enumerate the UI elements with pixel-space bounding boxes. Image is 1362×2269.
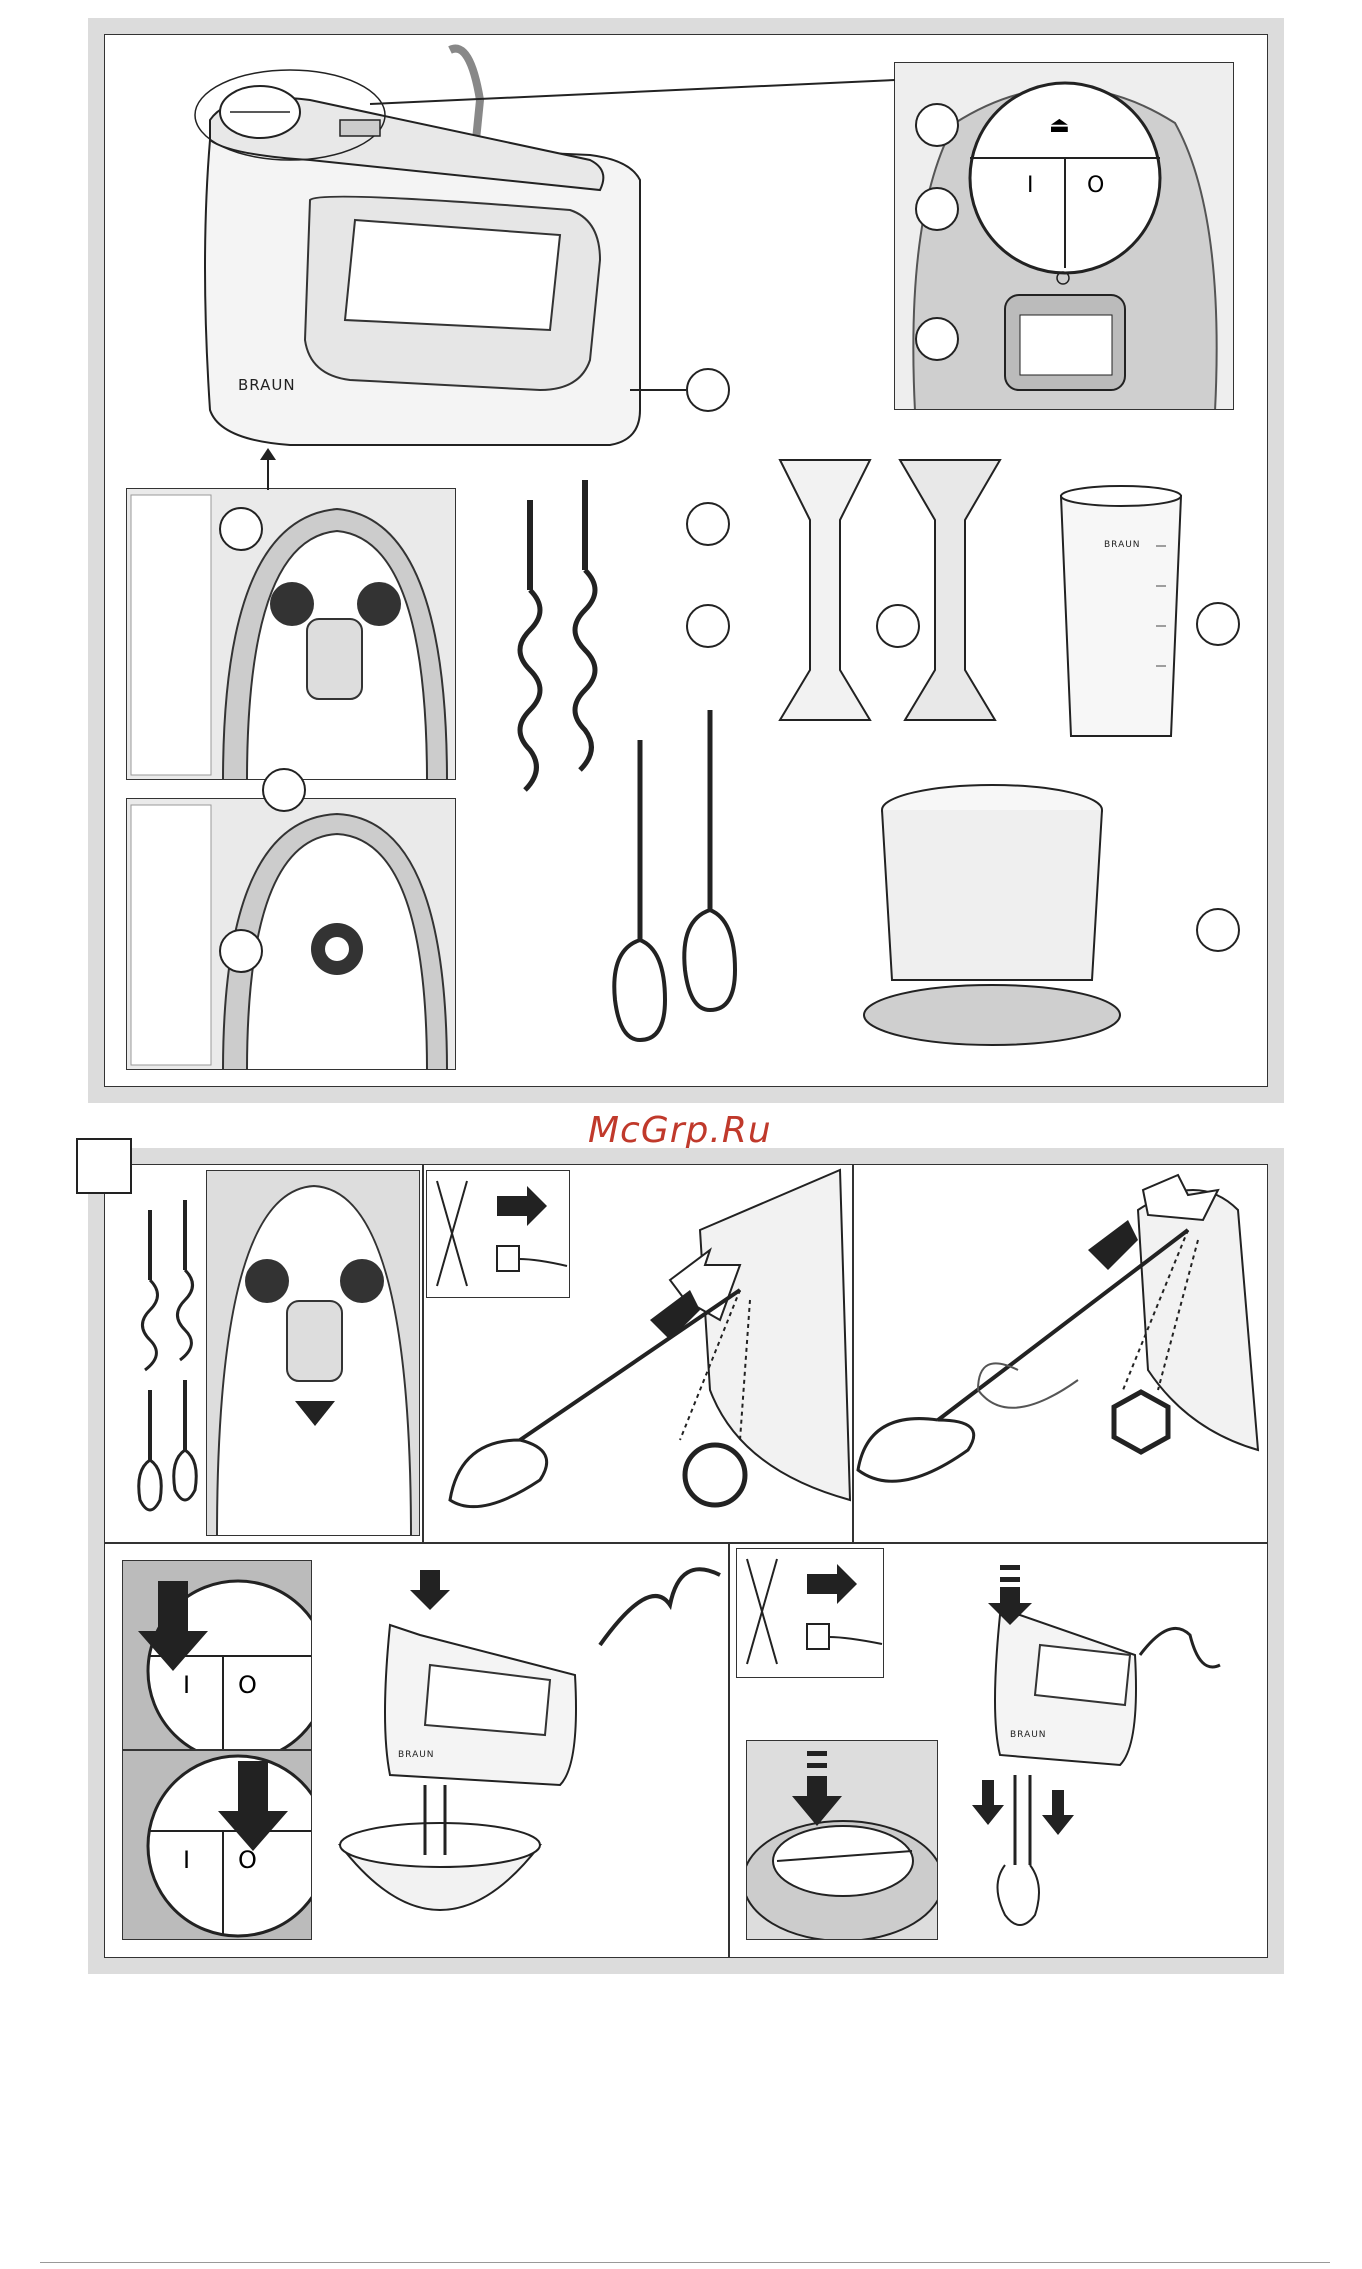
socket-closeup-blender [126, 798, 456, 1070]
callout-speed-control [915, 317, 959, 361]
dial-off-symbol-b: O [238, 1846, 257, 1874]
dial-off-closeup: I O [122, 1750, 312, 1940]
divider-vertical-2 [852, 1164, 854, 1542]
insert-whisk-round-illustration [440, 1170, 850, 1540]
control-panel-closeup: ⏏ I O [894, 62, 1234, 410]
dial-on-closeup: I O [122, 1560, 312, 1750]
callout-blender-socket [219, 929, 263, 973]
accessory-hooks-small [130, 1190, 210, 1530]
eject-attachments-illustration [970, 1555, 1250, 1945]
mixing-bowl-illustration [330, 1555, 720, 1945]
leader-line-control [370, 78, 900, 108]
callout-chopper [1196, 908, 1240, 952]
eject-button-closeup [746, 1740, 938, 1940]
callout-line-mixer [630, 388, 690, 398]
dial-off-symbol-a: O [238, 1671, 257, 1699]
section-marker [76, 1138, 132, 1194]
socket-eject-drawing [207, 1171, 420, 1536]
callout-whisks [686, 604, 730, 648]
chopper-illustration [862, 780, 1122, 1050]
divider-vertical-1 [422, 1164, 424, 1542]
eject-symbol: ⏏ [1049, 113, 1070, 138]
whisks-illustration [600, 650, 760, 1050]
dial-on-drawing [123, 1561, 312, 1750]
dial-off-drawing [123, 1751, 312, 1940]
callout-sockets [219, 507, 263, 551]
dial-on-symbol: I [183, 1671, 190, 1699]
callout-blender-shafts [876, 604, 920, 648]
callout-on-off-switch [915, 187, 959, 231]
callout-ejector [262, 768, 306, 812]
arrow-up-to-mixer [258, 448, 278, 490]
socket-drawing-a [127, 489, 456, 780]
on-symbol: I [1027, 173, 1034, 198]
socket-drawing-b [127, 799, 456, 1070]
unplug-warning-2 [736, 1548, 884, 1678]
brand-logo-beaker: BRAUN [1104, 540, 1141, 550]
insert-whisk-hex-illustration [858, 1170, 1268, 1540]
divider-vertical-3 [728, 1542, 730, 1958]
off-symbol: O [1087, 173, 1104, 198]
footer-rule [40, 2262, 1330, 2263]
socket-closeup-beaters [126, 488, 456, 780]
watermark-text: McGrp.Ru [588, 1110, 772, 1151]
socket-eject-closeup [206, 1170, 420, 1536]
brand-logo-mixer: BRAUN [238, 376, 296, 394]
callout-mixer-body [686, 368, 730, 412]
beaker-illustration [1056, 486, 1186, 746]
callout-beaker [1196, 602, 1240, 646]
unplug-drawing-2 [737, 1549, 884, 1678]
eject-button-drawing [747, 1741, 938, 1940]
blender-shafts-illustration [770, 440, 1010, 760]
brand-logo-mixer-step: BRAUN [398, 1750, 435, 1760]
brand-logo-eject-step: BRAUN [1010, 1730, 1047, 1740]
callout-dough-hooks [686, 502, 730, 546]
divider-horizontal [104, 1542, 1268, 1544]
dial-on-symbol-b: I [183, 1846, 190, 1874]
callout-eject-button [915, 103, 959, 147]
